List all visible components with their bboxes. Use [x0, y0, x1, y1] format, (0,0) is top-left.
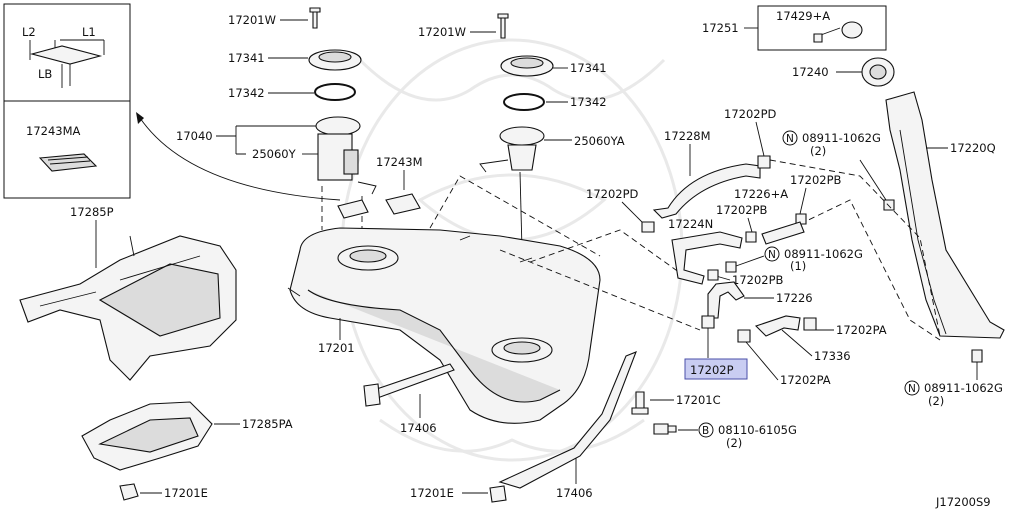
label-17429a: 17429+A	[776, 9, 830, 23]
clip-17202pa-low	[737, 329, 751, 343]
right-pump-stack	[479, 13, 554, 251]
label-17220q: 17220Q	[950, 141, 996, 155]
dim-l1-label: L1	[82, 25, 96, 39]
label-17243m: 17243M	[376, 155, 423, 169]
pad-17243m	[385, 193, 421, 215]
diagram-code: J17200S9	[935, 495, 991, 509]
clip-17201e-left	[119, 483, 139, 501]
label-17342-left: 17342	[228, 86, 265, 100]
label-17226: 17226	[776, 291, 813, 305]
label-17202pb-mid: 17202PB	[716, 203, 768, 217]
label-17202pb-top: 17202PB	[790, 173, 842, 187]
label-17406-right: 17406	[556, 486, 593, 500]
inset-panel: L2 L1 LB 17243MA	[3, 3, 131, 199]
heat-shield-17285pa	[81, 401, 213, 471]
left-pump-flange	[315, 116, 361, 136]
bolt-17201c	[631, 391, 649, 415]
label-17201w-right: 17201W	[418, 25, 466, 39]
clip-17202pd-mid	[641, 221, 655, 233]
label-17202pb-low: 17202PB	[732, 273, 784, 287]
label-08911-a-code: 08911-1062G	[802, 131, 881, 145]
filler-tube-17220q	[885, 91, 1005, 339]
label-17406-left: 17406	[400, 421, 437, 435]
label-17201e-right: 17201E	[410, 486, 454, 500]
label-17202pa-right: 17202PA	[836, 323, 887, 337]
label-17202pd-mid: 17202PD	[586, 187, 639, 201]
label-17202pa-low: 17202PA	[780, 373, 831, 387]
label-17202p: 17202P	[690, 363, 734, 377]
label-17336: 17336	[814, 349, 851, 363]
inset-clip-shape	[29, 45, 103, 65]
label-17285p: 17285P	[70, 205, 114, 219]
label-17201e-left: 17201E	[164, 486, 208, 500]
inset-clip-part-label: 17243MA	[26, 124, 81, 138]
label-25060y: 25060Y	[252, 147, 297, 161]
hose-17226	[707, 281, 745, 319]
heat-shield-17285p	[19, 235, 237, 381]
left-pump-stack	[308, 7, 377, 260]
label-25060ya: 25060YA	[574, 134, 625, 148]
right-pump-flange	[499, 126, 545, 146]
clip-17202pa-right	[803, 317, 817, 331]
label-17341-left: 17341	[228, 51, 265, 65]
fuel-cap	[841, 21, 863, 39]
label-08911-c-qty: (2)	[928, 394, 944, 408]
dim-l2-label: L2	[22, 25, 36, 39]
clip-17201e-right	[489, 485, 507, 503]
label-17201c: 17201C	[676, 393, 721, 407]
hose-17336	[754, 315, 801, 337]
label-08911-c-code: 08911-1062G	[924, 381, 1003, 395]
label-17202pd-top: 17202PD	[724, 107, 777, 121]
hose-17228m	[652, 163, 761, 219]
highlight-17202p	[684, 358, 748, 380]
bolt-08110	[653, 423, 677, 435]
n-prefix-b: N	[768, 249, 776, 261]
hose-17226a	[761, 221, 805, 245]
label-08911-b-code: 08911-1062G	[784, 247, 863, 261]
left-gasket	[314, 83, 356, 101]
label-17341-right: 17341	[570, 61, 607, 75]
label-17228m: 17228M	[664, 129, 711, 143]
label-17201: 17201	[318, 341, 355, 355]
label-17285pa: 17285PA	[242, 417, 293, 431]
n-prefix-a: N	[786, 133, 794, 145]
right-gasket	[503, 93, 545, 111]
label-17224n: 17224N	[668, 217, 713, 231]
label-17040: 17040	[176, 129, 213, 143]
label-17251: 17251	[702, 21, 739, 35]
label-17240: 17240	[792, 65, 829, 79]
clip-17202p	[701, 315, 715, 329]
fuel-tank-17201	[287, 227, 601, 424]
label-17226a: 17226+A	[734, 187, 788, 201]
label-08911-a-qty: (2)	[810, 144, 826, 158]
strap-17406-right	[498, 351, 637, 489]
label-17342-right: 17342	[570, 95, 607, 109]
hose-17224n	[671, 231, 743, 285]
dim-lb-label: LB	[38, 67, 52, 81]
n-prefix-c: N	[908, 383, 916, 395]
clip-17202pd-top	[757, 155, 771, 169]
label-08110-qty: (2)	[726, 436, 742, 450]
label-08110-code: 08110-6105G	[718, 423, 797, 437]
label-08911-b-qty: (1)	[790, 259, 806, 273]
label-17201w-left: 17201W	[228, 13, 276, 27]
b-prefix: B	[702, 425, 709, 437]
